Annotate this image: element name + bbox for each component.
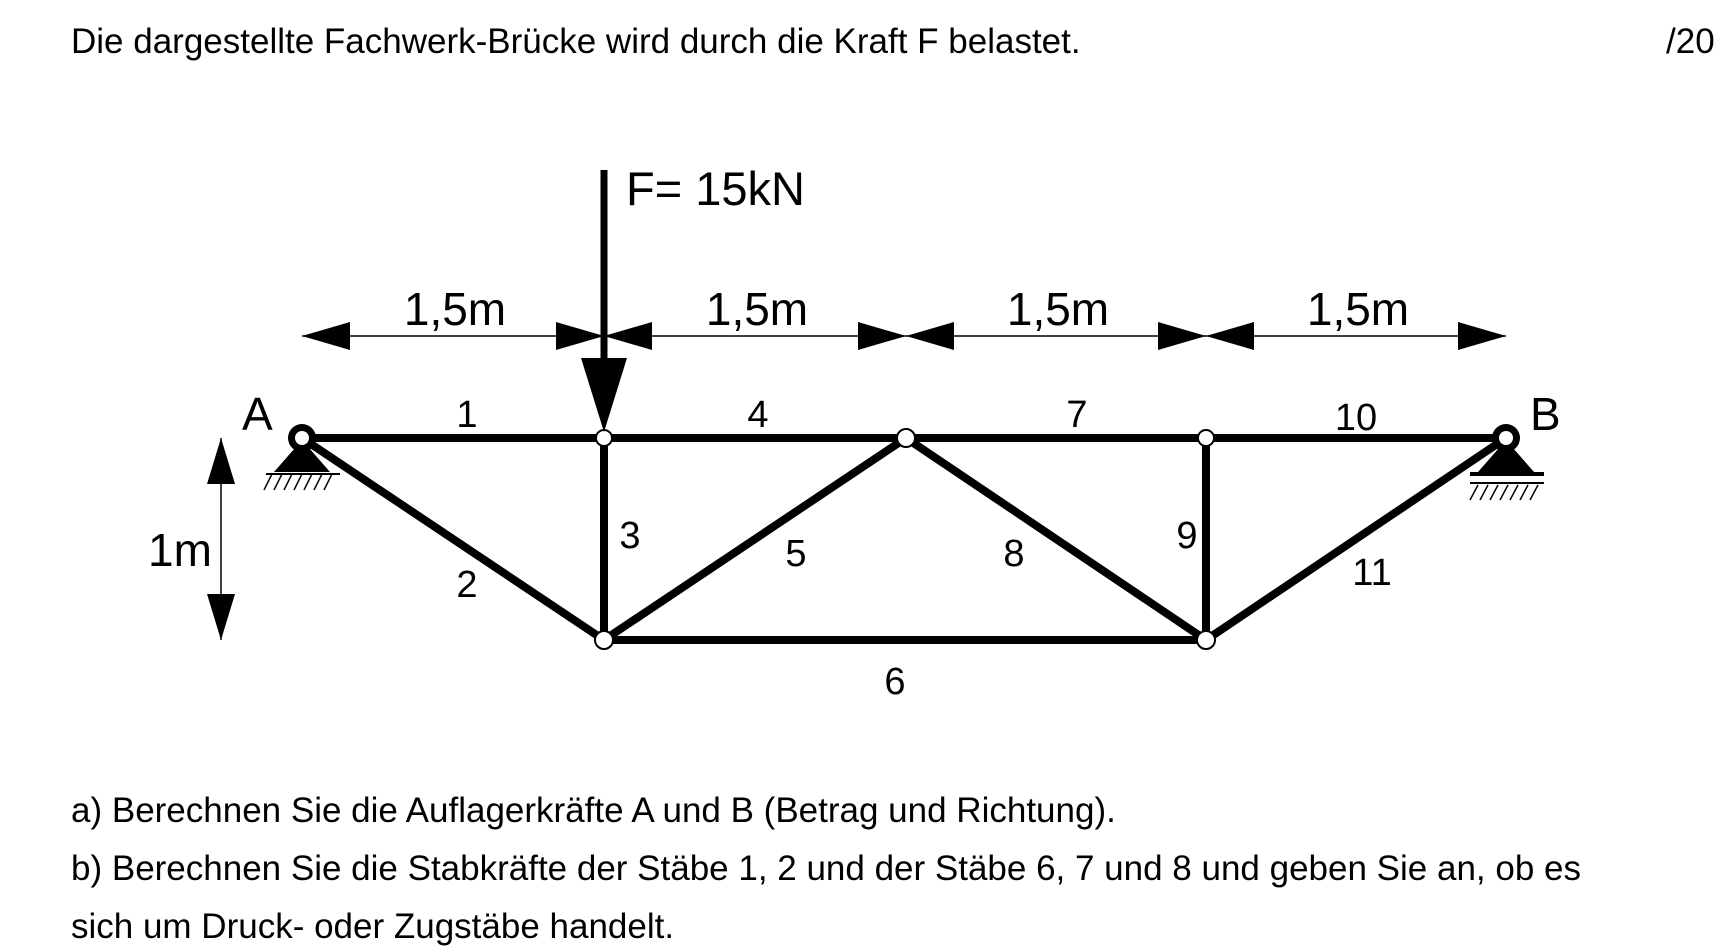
joint	[594, 630, 614, 650]
member-label: 3	[619, 515, 640, 557]
support-a-label: A	[242, 388, 273, 440]
truss-members	[298, 434, 1510, 644]
question-b-line-1: b) Berechnen Sie die Stabkräfte der Stäb…	[71, 849, 1581, 888]
member-label: 5	[785, 533, 806, 575]
member-8	[902, 434, 1210, 644]
member-label: 4	[747, 394, 768, 436]
dimension-label: 1,5m	[404, 283, 506, 335]
member-label: 2	[456, 564, 477, 606]
support-b-roller	[1469, 424, 1544, 501]
force-arrow	[581, 170, 627, 432]
member-label: 10	[1335, 397, 1377, 439]
member-label: 11	[1352, 552, 1391, 594]
dimension-label: 1,5m	[706, 283, 808, 335]
dimension-label: 1,5m	[1007, 283, 1109, 335]
member-2	[298, 434, 608, 644]
question-a: a) Berechnen Sie die Auflagerkräfte A un…	[71, 791, 1116, 830]
joint	[595, 429, 613, 447]
joint	[1196, 630, 1216, 650]
dimension-label: 1,5m	[1307, 283, 1409, 335]
support-a-pin	[263, 424, 340, 491]
force-label: F= 15kN	[626, 162, 805, 215]
member-5	[600, 434, 910, 644]
question-b-line-2: sich um Druck- oder Zugstäbe handelt.	[71, 907, 675, 946]
member-label: 8	[1003, 533, 1024, 575]
task-description: Die dargestellte Fachwerk-Brücke wird du…	[71, 22, 1081, 61]
support-b-label: B	[1530, 388, 1561, 440]
vertical-dimension-line	[207, 438, 235, 640]
horizontal-dimension-line	[302, 322, 1506, 350]
member-label: 9	[1176, 515, 1197, 557]
height-label: 1m	[148, 524, 212, 576]
points-label: /20	[1666, 22, 1715, 61]
member-label: 1	[456, 394, 477, 436]
joint	[896, 428, 916, 448]
truss-bridge-figure: F= 15kN 1,5m 1,5m 1,5m 1,5m 1m A B 1 2 3…	[148, 162, 1561, 703]
joints	[594, 428, 1216, 650]
member-label: 6	[884, 661, 905, 703]
member-11	[1202, 434, 1510, 644]
member-label: 7	[1066, 394, 1087, 436]
joint	[1197, 429, 1215, 447]
